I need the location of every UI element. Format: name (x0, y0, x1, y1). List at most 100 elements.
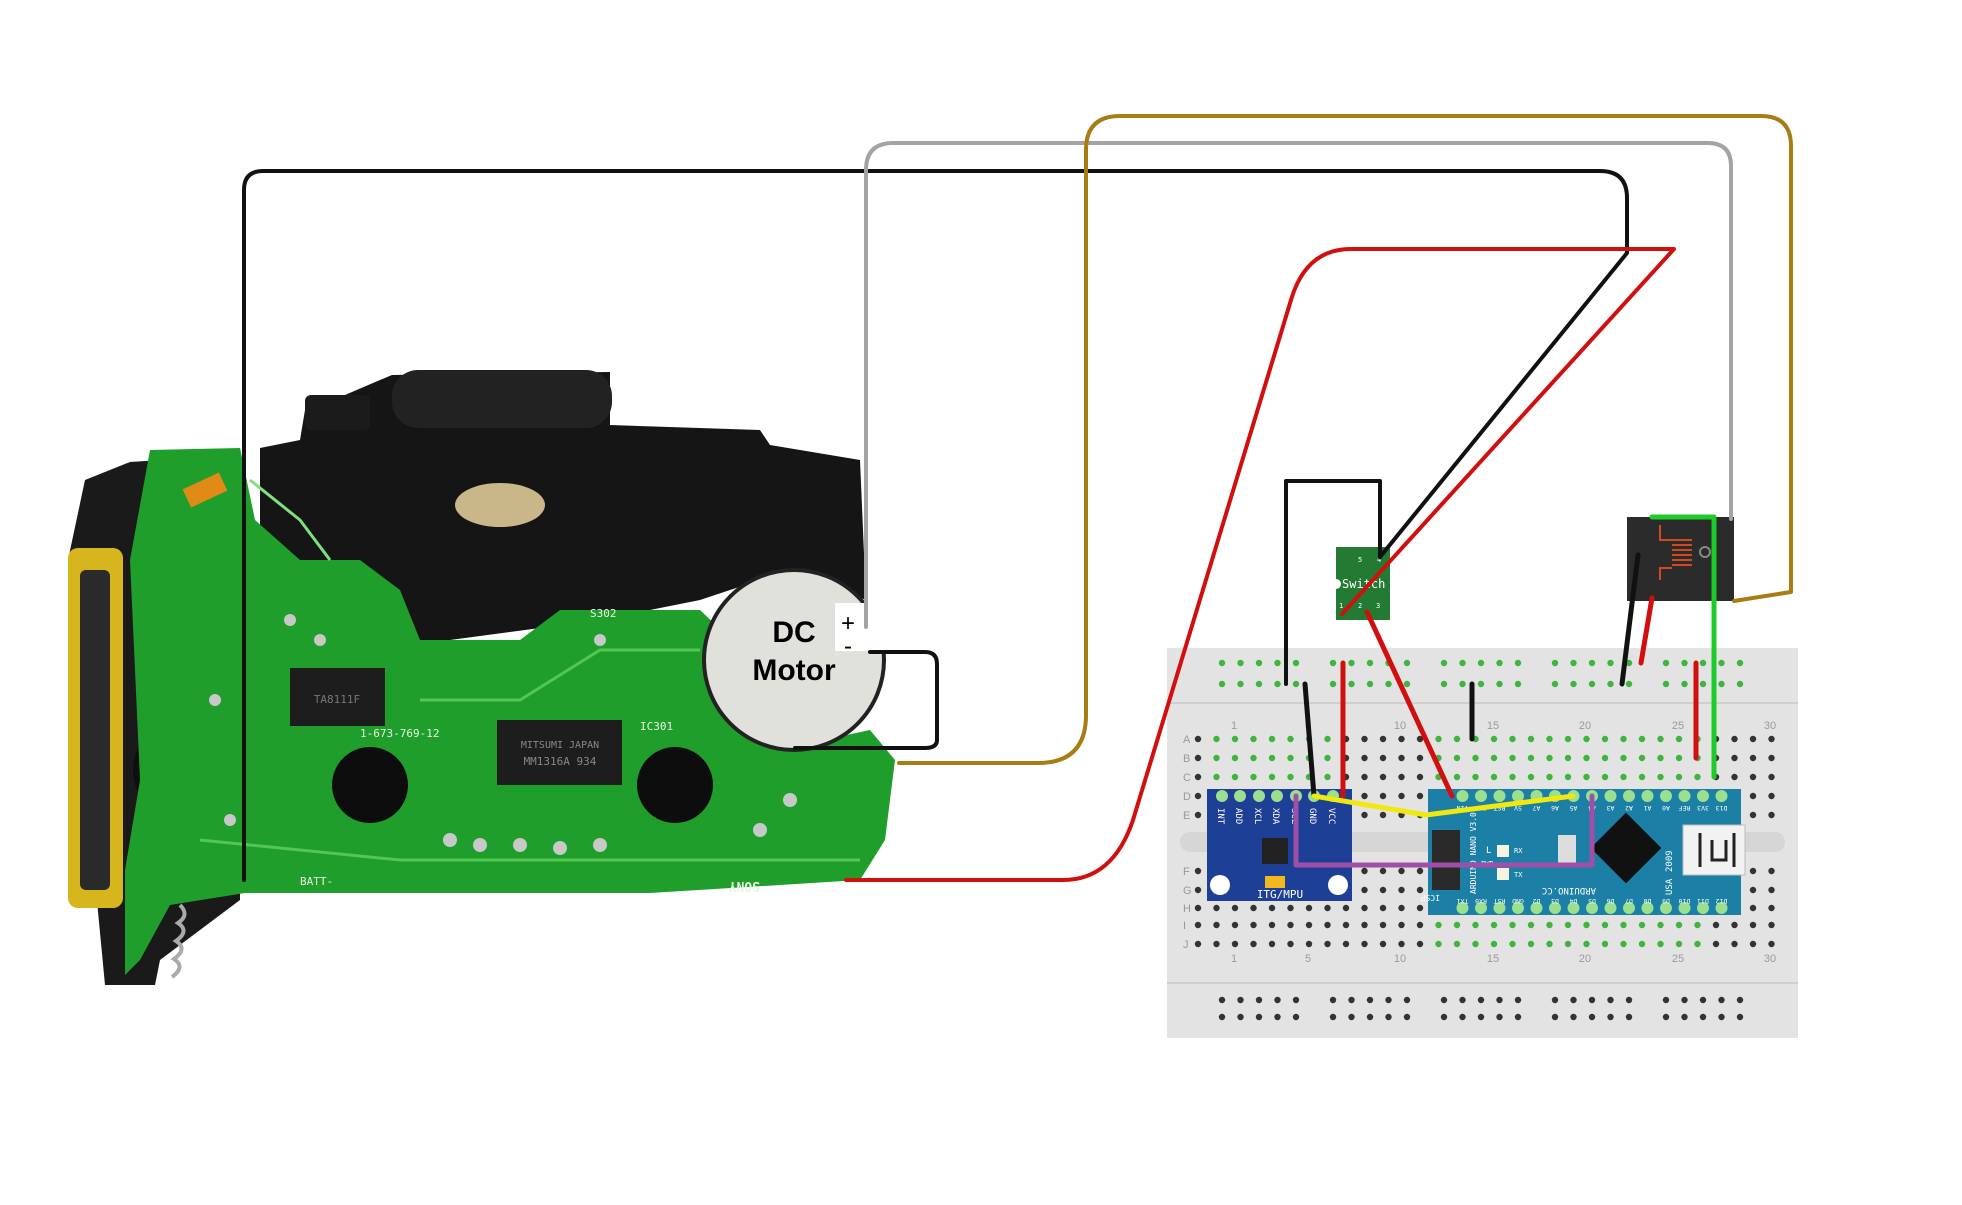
breadboard-hole[interactable] (1699, 680, 1707, 688)
breadboard-hole[interactable] (1496, 1013, 1503, 1021)
breadboard-hole[interactable] (1699, 996, 1707, 1004)
breadboard-hole[interactable] (1268, 921, 1276, 929)
breadboard-hole[interactable] (1472, 754, 1479, 762)
breadboard-hole[interactable] (1607, 680, 1614, 688)
breadboard-hole[interactable] (1361, 867, 1368, 875)
breadboard-hole[interactable] (1231, 940, 1239, 948)
breadboard-hole[interactable] (1324, 921, 1331, 929)
breadboard-hole[interactable] (1329, 996, 1337, 1004)
breadboard-hole[interactable] (1268, 735, 1276, 743)
breadboard-hole[interactable] (1440, 1013, 1448, 1021)
breadboard-hole[interactable] (1768, 773, 1775, 781)
breadboard-hole[interactable] (1514, 1013, 1522, 1021)
breadboard-hole[interactable] (1712, 921, 1720, 929)
breadboard-hole[interactable] (1379, 773, 1387, 781)
breadboard-hole[interactable] (1416, 921, 1424, 929)
breadboard-hole[interactable] (1379, 735, 1387, 743)
breadboard-hole[interactable] (1731, 735, 1738, 743)
breadboard-hole[interactable] (1749, 754, 1757, 762)
breadboard-hole[interactable] (1768, 940, 1775, 948)
breadboard-hole[interactable] (1514, 996, 1522, 1004)
breadboard-hole[interactable] (1625, 1013, 1633, 1021)
breadboard-hole[interactable] (1287, 940, 1294, 948)
breadboard-hole[interactable] (1477, 680, 1485, 688)
breadboard-hole[interactable] (1250, 773, 1257, 781)
breadboard-hole[interactable] (1194, 867, 1202, 875)
breadboard-hole[interactable] (1194, 735, 1202, 743)
breadboard-hole[interactable] (1749, 921, 1757, 929)
breadboard-hole[interactable] (1453, 754, 1461, 762)
breadboard-hole[interactable] (1749, 886, 1757, 894)
breadboard-hole[interactable] (1768, 867, 1775, 875)
breadboard-hole[interactable] (1620, 921, 1627, 929)
breadboard-hole[interactable] (1459, 1013, 1466, 1021)
breadboard-hole[interactable] (1398, 904, 1405, 912)
breadboard-hole[interactable] (1231, 773, 1239, 781)
breadboard-hole[interactable] (1564, 735, 1572, 743)
breadboard-hole[interactable] (1675, 735, 1683, 743)
breadboard-hole[interactable] (1749, 773, 1757, 781)
breadboard-hole[interactable] (1348, 996, 1355, 1004)
breadboard-hole[interactable] (1435, 940, 1442, 948)
breadboard-hole[interactable] (1490, 754, 1498, 762)
breadboard-hole[interactable] (1237, 996, 1244, 1004)
breadboard-hole[interactable] (1546, 773, 1553, 781)
breadboard-hole[interactable] (1324, 735, 1331, 743)
breadboard-hole[interactable] (1625, 680, 1633, 688)
breadboard-hole[interactable] (1749, 867, 1757, 875)
breadboard-hole[interactable] (1768, 921, 1775, 929)
breadboard-hole[interactable] (1736, 1013, 1744, 1021)
breadboard-hole[interactable] (1509, 921, 1516, 929)
breadboard-hole[interactable] (1657, 735, 1664, 743)
breadboard-hole[interactable] (1385, 996, 1392, 1004)
breadboard-hole[interactable] (1570, 659, 1577, 667)
breadboard-hole[interactable] (1342, 904, 1350, 912)
breadboard-hole[interactable] (1366, 1013, 1374, 1021)
breadboard-hole[interactable] (1255, 996, 1263, 1004)
breadboard-hole[interactable] (1213, 921, 1220, 929)
breadboard-hole[interactable] (1435, 921, 1442, 929)
breadboard-hole[interactable] (1514, 659, 1522, 667)
breadboard-hole[interactable] (1379, 867, 1387, 875)
breadboard-hole[interactable] (1348, 659, 1355, 667)
breadboard-hole[interactable] (1675, 940, 1683, 948)
breadboard-hole[interactable] (1662, 680, 1670, 688)
breadboard-hole[interactable] (1620, 773, 1627, 781)
breadboard-hole[interactable] (1398, 921, 1405, 929)
breadboard-hole[interactable] (1588, 680, 1596, 688)
breadboard-hole[interactable] (1588, 1013, 1596, 1021)
breadboard-hole[interactable] (1768, 754, 1775, 762)
breadboard-hole[interactable] (1268, 940, 1276, 948)
breadboard-hole[interactable] (1379, 886, 1387, 894)
breadboard-hole[interactable] (1731, 940, 1738, 948)
breadboard-hole[interactable] (1564, 773, 1572, 781)
breadboard-hole[interactable] (1638, 735, 1646, 743)
breadboard-hole[interactable] (1213, 735, 1220, 743)
breadboard-hole[interactable] (1329, 659, 1337, 667)
breadboard-hole[interactable] (1749, 792, 1757, 800)
breadboard-hole[interactable] (1416, 886, 1424, 894)
breadboard-hole[interactable] (1416, 867, 1424, 875)
breadboard-hole[interactable] (1268, 754, 1276, 762)
breadboard-hole[interactable] (1551, 996, 1559, 1004)
breadboard-hole[interactable] (1662, 1013, 1670, 1021)
breadboard-hole[interactable] (1213, 754, 1220, 762)
breadboard-hole[interactable] (1361, 921, 1368, 929)
breadboard-hole[interactable] (1416, 773, 1424, 781)
breadboard-hole[interactable] (1453, 773, 1461, 781)
breadboard-hole[interactable] (1657, 921, 1664, 929)
breadboard-hole[interactable] (1768, 811, 1775, 819)
breadboard-hole[interactable] (1231, 735, 1239, 743)
breadboard-hole[interactable] (1699, 659, 1707, 667)
breadboard-hole[interactable] (1638, 921, 1646, 929)
breadboard-hole[interactable] (1416, 904, 1424, 912)
breadboard-hole[interactable] (1218, 996, 1226, 1004)
breadboard-hole[interactable] (1366, 659, 1374, 667)
breadboard-hole[interactable] (1607, 1013, 1614, 1021)
breadboard-hole[interactable] (1440, 680, 1448, 688)
breadboard-hole[interactable] (1305, 940, 1313, 948)
breadboard-hole[interactable] (1398, 867, 1405, 875)
breadboard-hole[interactable] (1731, 773, 1738, 781)
breadboard-hole[interactable] (1398, 735, 1405, 743)
breadboard-hole[interactable] (1250, 754, 1257, 762)
